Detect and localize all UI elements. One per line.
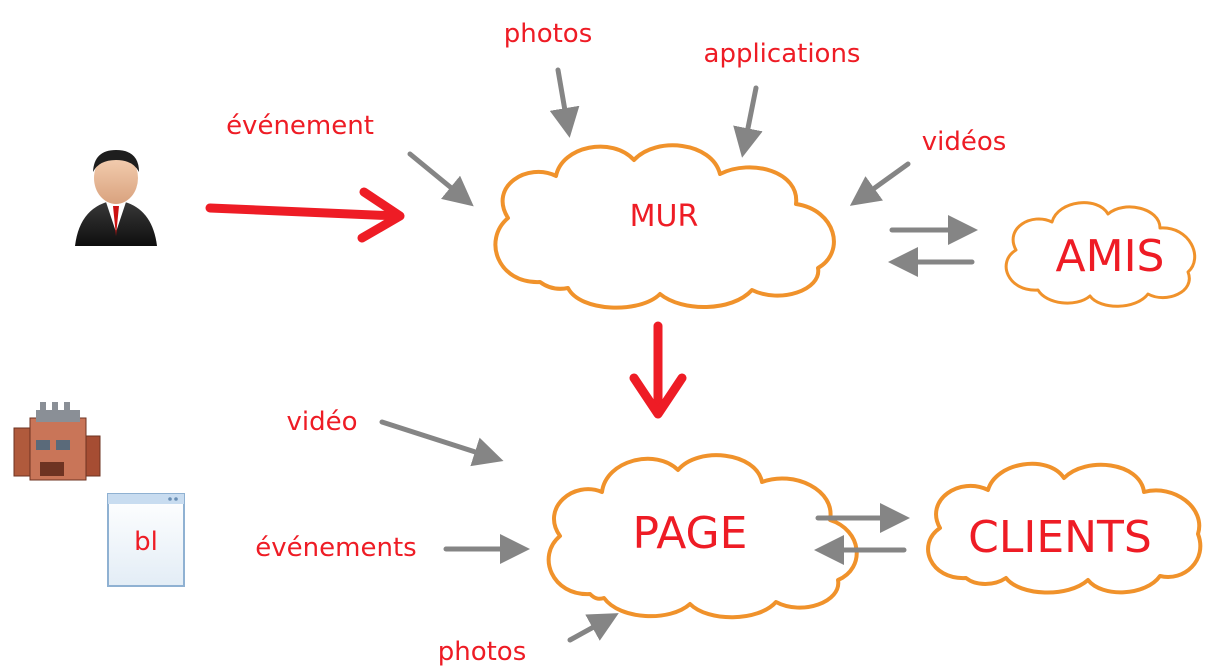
label-photos-bottom: photos bbox=[438, 637, 527, 667]
mur-cloud bbox=[493, 143, 836, 310]
page-cloud bbox=[546, 453, 859, 620]
user-avatar-icon bbox=[75, 150, 157, 246]
red-arrow-person-to-mur bbox=[205, 187, 405, 243]
label-evenement: événement bbox=[226, 111, 374, 141]
clients-cloud bbox=[926, 461, 1203, 595]
mur-label: MUR bbox=[630, 199, 699, 234]
amis-cloud bbox=[1004, 201, 1197, 308]
arrow-applications bbox=[733, 85, 763, 158]
label-videos: vidéos bbox=[922, 127, 1007, 157]
factory-icon bbox=[13, 402, 101, 481]
label-photos-top: photos bbox=[504, 19, 593, 49]
label-applications: applications bbox=[704, 39, 861, 69]
arrow-photos-top bbox=[549, 67, 580, 138]
label-video: vidéo bbox=[286, 407, 357, 437]
arrow-video bbox=[379, 419, 504, 467]
arrow-videos bbox=[849, 161, 911, 206]
label-evenements: événements bbox=[255, 533, 416, 563]
document-icon-text: bl bbox=[134, 527, 158, 557]
arrow-photos-bottom bbox=[567, 613, 619, 643]
page-label: PAGE bbox=[633, 508, 748, 559]
clients-label: CLIENTS bbox=[968, 512, 1152, 563]
arrow-evenement bbox=[407, 151, 474, 207]
amis-label: AMIS bbox=[1056, 231, 1165, 282]
document-window-icon: bl bbox=[107, 493, 185, 587]
red-arrow-mur-to-page bbox=[629, 321, 687, 419]
